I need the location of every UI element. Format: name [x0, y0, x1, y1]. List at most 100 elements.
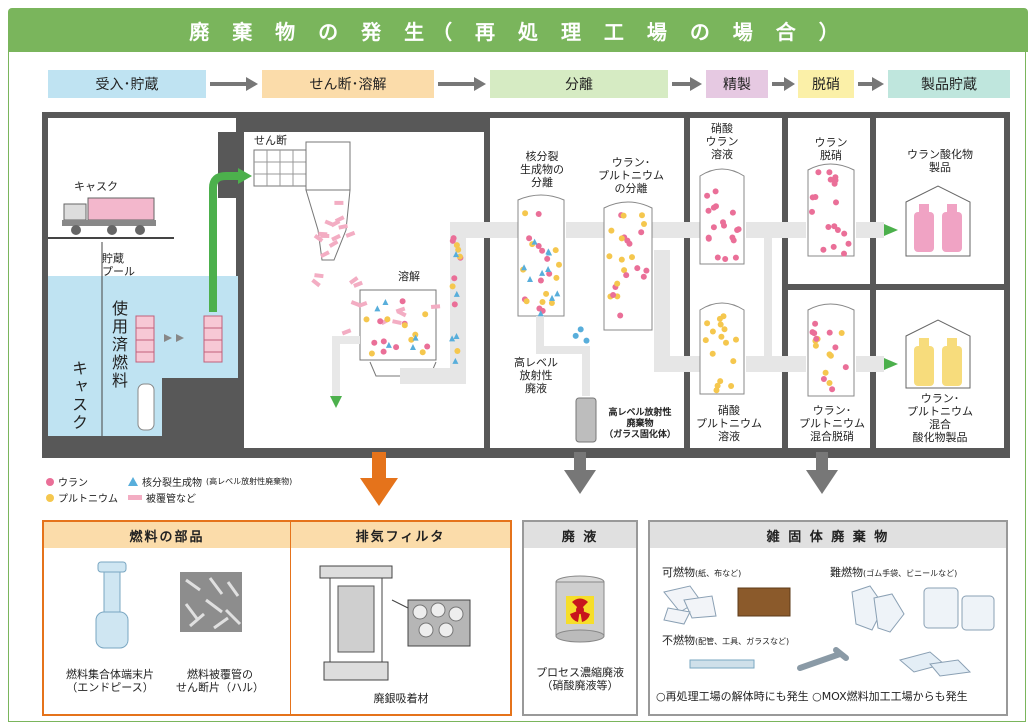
particle-dot — [730, 358, 737, 365]
hard-combustible-waste-icon — [851, 585, 995, 633]
particle-dot — [832, 174, 839, 181]
particle-dot — [813, 335, 820, 342]
particle-dot — [829, 386, 836, 393]
particle-dot — [845, 240, 852, 247]
particle-dot — [629, 254, 635, 261]
liquid-waste-panel: 廃 液 — [522, 520, 638, 716]
combustible-waste-icon — [663, 585, 717, 625]
legend-fission-products: 核分裂生成物(高レベル放射性廃棄物) — [128, 474, 292, 489]
particle-cladding — [330, 219, 341, 228]
particle-dot — [608, 227, 615, 234]
fuel-parts-panel: 燃料の部品 — [42, 520, 290, 716]
particle-triangle — [449, 335, 456, 342]
particle-dot — [826, 329, 833, 336]
particle-dot — [826, 380, 833, 386]
particle-dot — [730, 237, 737, 244]
end-piece-icon — [95, 561, 129, 649]
particle-dot — [641, 221, 647, 227]
particle-dot — [543, 290, 550, 297]
particle-dot — [709, 350, 716, 357]
u-denitration-label: ウラン 脱硝 — [814, 136, 848, 162]
particle-dot — [419, 349, 426, 356]
particle-dot — [834, 227, 841, 233]
end-piece-caption: 燃料集合体端末片 （エンドピース） — [66, 668, 154, 694]
solid-waste-footnote: ○再処理工場の解体時にも発生 ○MOX燃料加工工場からも発生 — [656, 690, 968, 703]
particle-dot — [728, 383, 735, 389]
particle-dot — [705, 234, 712, 241]
particle-cladding — [328, 239, 339, 248]
particle-dot — [717, 378, 724, 385]
particle-cladding — [314, 273, 324, 279]
particle-dot — [450, 235, 457, 242]
particle-dot — [710, 224, 717, 231]
particle-dot — [544, 255, 551, 262]
particle-dot — [618, 235, 625, 242]
particle-cladding — [353, 280, 363, 288]
particle-dot — [401, 322, 408, 329]
particle-dot — [621, 267, 628, 274]
pu-nitrate-label: 硝酸 プルトニウム 溶液 — [696, 404, 762, 443]
particle-cladding — [318, 231, 328, 237]
particle-dot — [526, 235, 533, 242]
particle-dot — [380, 338, 387, 345]
stage-separation: 分離 — [490, 70, 668, 98]
hard-combustible-label: 難燃物(ゴム手袋、ビニールなど) — [830, 566, 958, 579]
particle-triangle — [382, 299, 389, 306]
particle-dot — [732, 254, 739, 261]
particle-cladding — [345, 230, 356, 238]
particle-dot — [620, 212, 627, 219]
particle-dot — [572, 332, 579, 339]
particle-cladding — [357, 300, 368, 308]
particle-dot — [841, 230, 848, 237]
particle-dot — [456, 253, 463, 260]
particle-dot — [723, 339, 729, 346]
particle-dot — [733, 336, 739, 343]
particle-dot — [618, 256, 625, 263]
particle-dot — [639, 212, 645, 219]
particle-dot — [553, 274, 560, 281]
particle-dot — [842, 364, 849, 371]
particle-cladding — [320, 250, 330, 259]
particle-dot — [626, 240, 633, 247]
exhaust-filter-title: 排気フィルタ — [291, 522, 510, 548]
particle-dot — [811, 330, 818, 337]
fp-separation-label: 核分裂 生成物の 分離 — [520, 150, 564, 189]
particle-dot — [368, 350, 375, 357]
particle-dot — [537, 277, 544, 284]
particle-dot — [812, 342, 819, 349]
particle-dot — [713, 387, 720, 394]
particle-dot — [841, 250, 847, 257]
cask-top-label: キャスク — [74, 180, 118, 193]
particle-dot — [643, 267, 650, 274]
particle-cladding — [331, 233, 341, 242]
liquid-waste-title: 廃 液 — [524, 522, 636, 548]
particle-triangle — [409, 343, 416, 350]
particle-dot — [735, 226, 742, 233]
particle-cladding — [313, 233, 324, 243]
particle-dot — [831, 180, 838, 187]
particle-cladding — [395, 306, 406, 314]
particle-dot — [704, 192, 711, 199]
particle-dot — [822, 369, 829, 376]
particle-dot — [422, 311, 429, 318]
particle-dot — [380, 348, 387, 355]
cask-side-label: キャスク — [69, 360, 88, 432]
particle-dot — [713, 203, 719, 210]
exhaust-filter-panel: 排気フィルタ — [290, 520, 512, 716]
particle-dot — [363, 316, 370, 323]
uranium-oxide-product-icon — [905, 185, 971, 257]
particle-dot — [717, 321, 724, 328]
particle-dot — [729, 209, 736, 216]
particle-dot — [827, 176, 834, 183]
particle-cladding — [338, 223, 348, 230]
filter-caption: 廃銀吸着材 — [373, 692, 429, 705]
particle-dot — [583, 337, 590, 344]
solid-waste-panel: 雑 固 体 廃 棄 物 — [648, 520, 1008, 716]
particle-dot — [718, 333, 725, 340]
particle-dot — [384, 316, 391, 323]
particle-dot — [399, 298, 406, 305]
noncombustible-label: 不燃物(配管、工具、ガラスなど) — [662, 634, 790, 647]
particle-dot — [838, 330, 845, 336]
particle-dot — [815, 169, 822, 176]
